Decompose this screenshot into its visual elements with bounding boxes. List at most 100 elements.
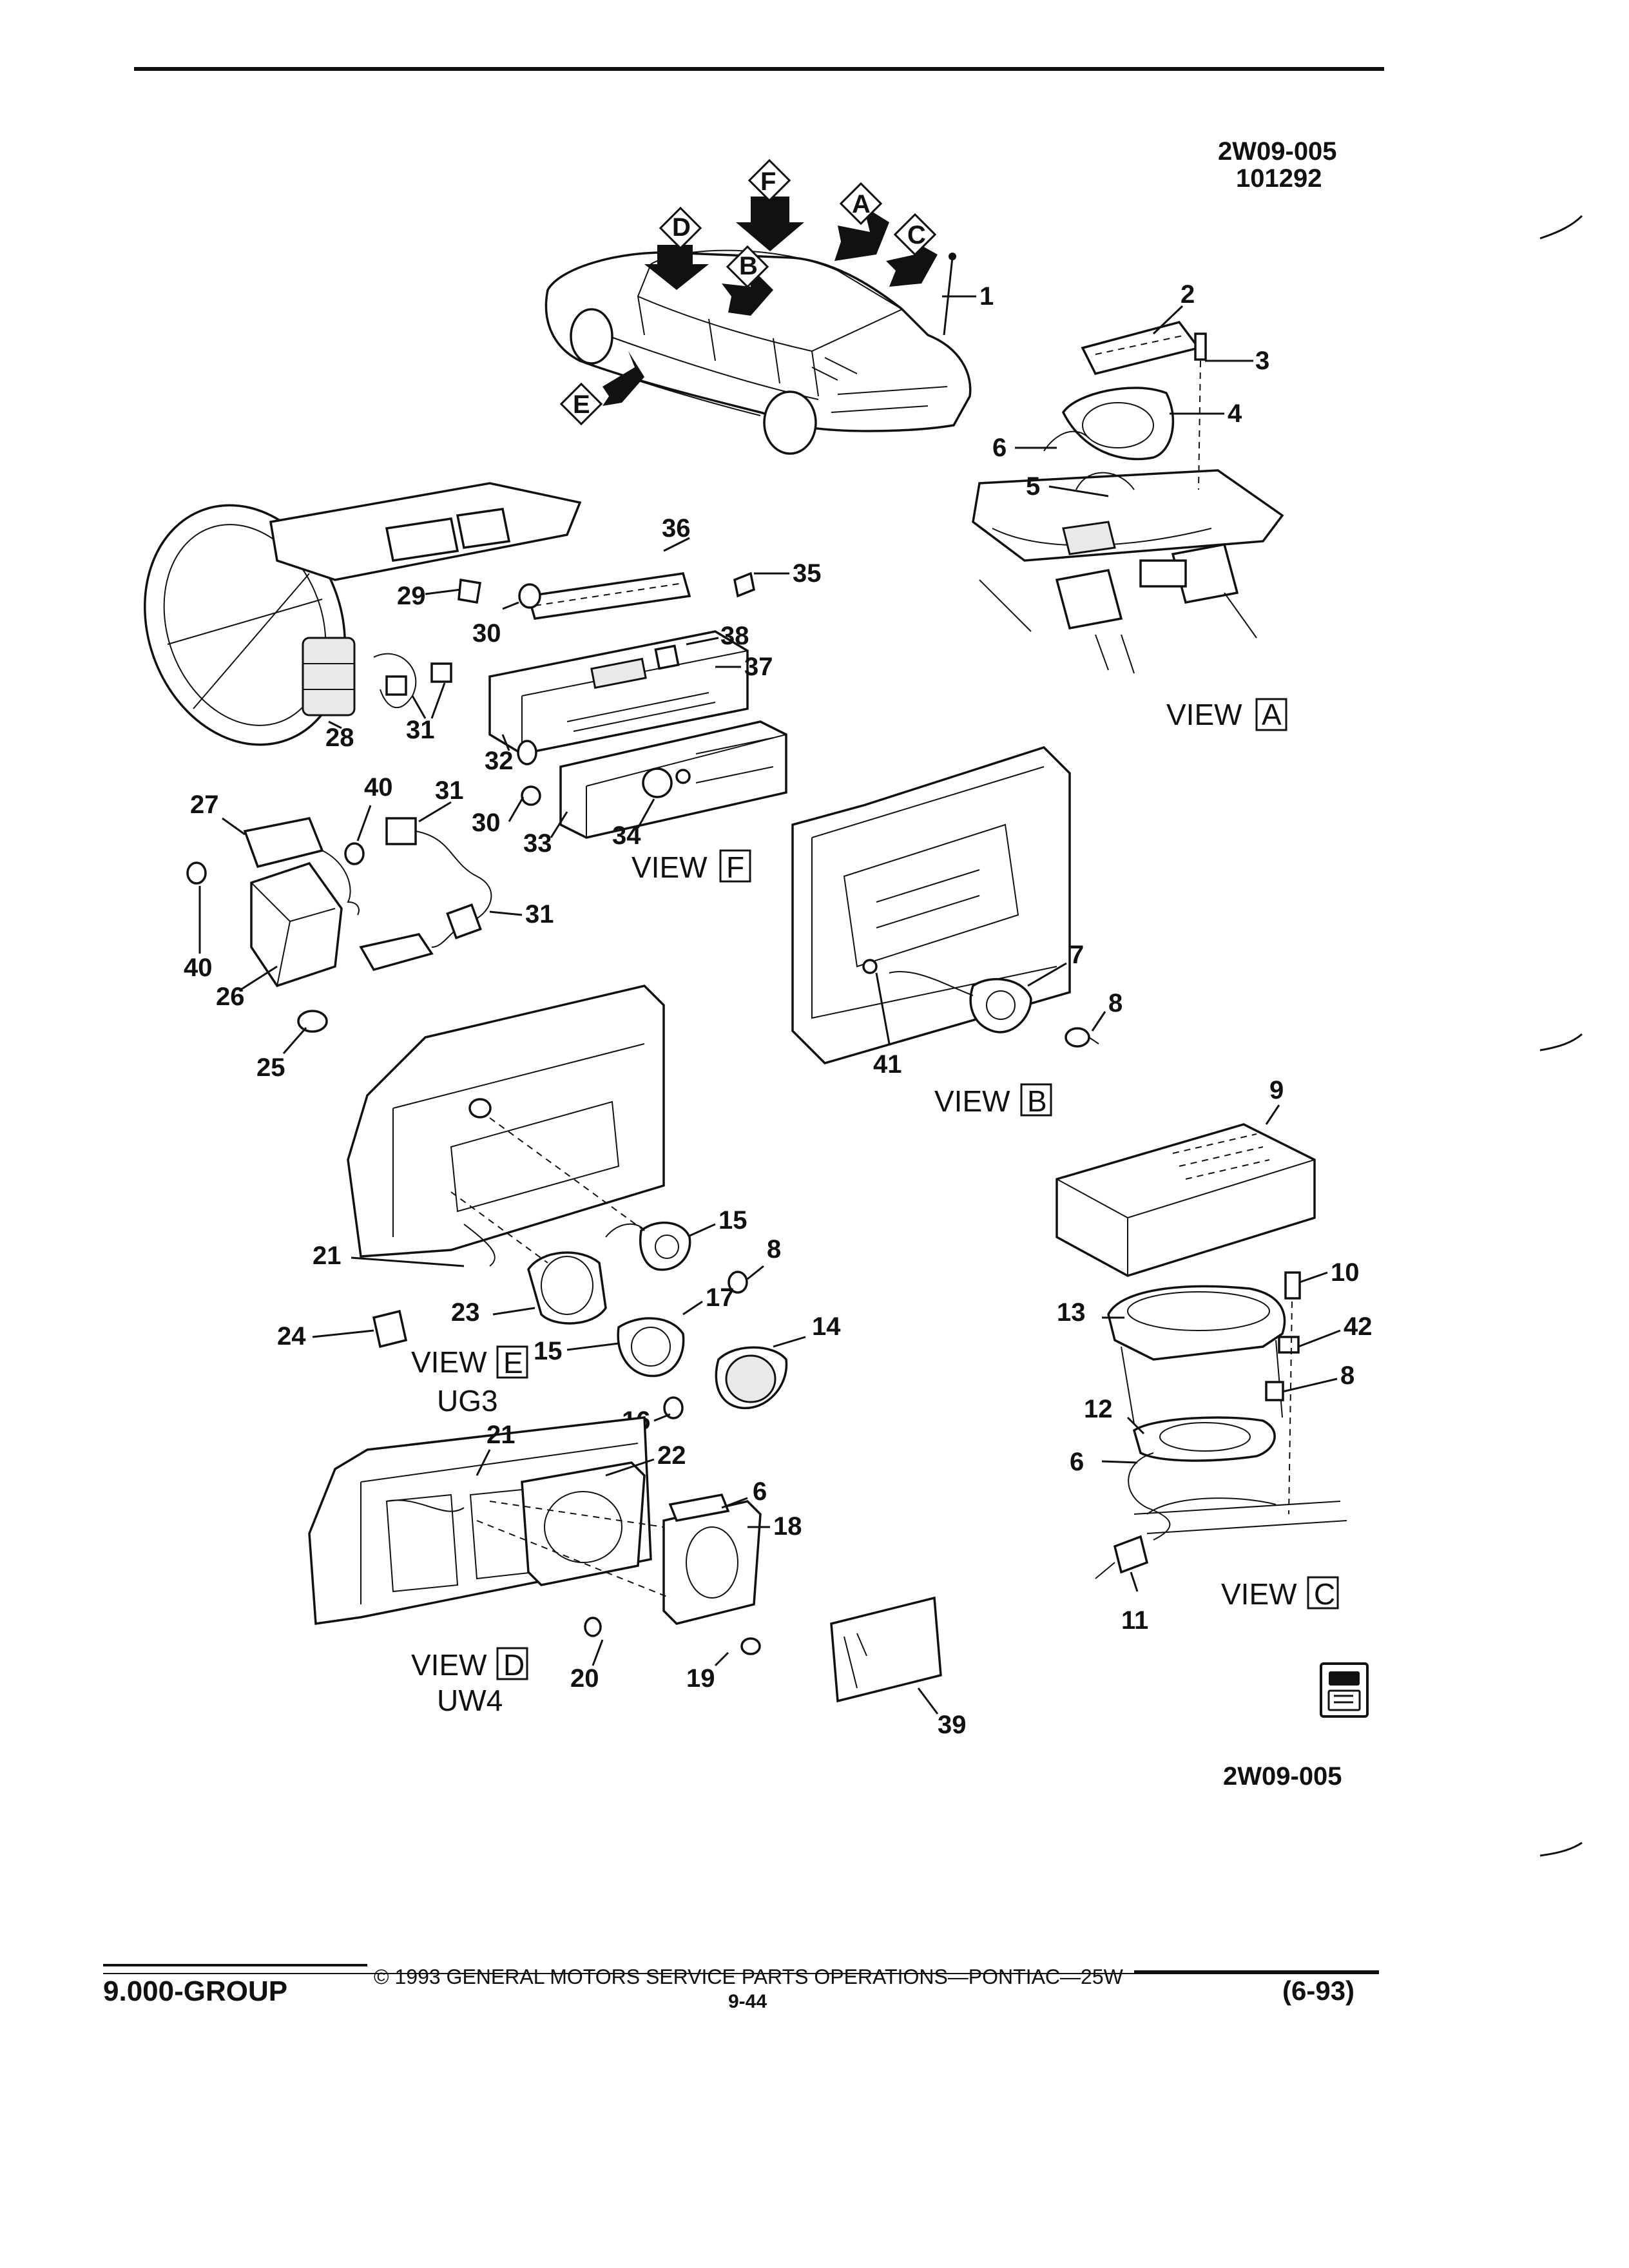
svg-text:15: 15 (718, 1206, 747, 1235)
footer-page-number: 9-44 (728, 1991, 767, 2012)
svg-text:15: 15 (534, 1337, 563, 1365)
svg-text:28: 28 (325, 724, 354, 752)
view-a-illustration (972, 321, 1284, 674)
svg-text:VIEW: VIEW (411, 1648, 487, 1682)
svg-text:F: F (726, 850, 744, 884)
svg-text:24: 24 (277, 1322, 306, 1350)
svg-text:31: 31 (525, 900, 554, 928)
footer-date: (6-93) (1282, 1975, 1355, 2006)
svg-text:39: 39 (938, 1711, 967, 1739)
svg-text:8: 8 (1340, 1361, 1354, 1390)
view-a-callouts: 2 3 4 5 6 (992, 280, 1269, 501)
amplifier-module-illustration (186, 816, 492, 1033)
view-arrow-d: D (644, 206, 709, 290)
svg-text:31: 31 (435, 776, 464, 805)
view-arrow-e: E (559, 351, 644, 426)
svg-text:26: 26 (216, 983, 245, 1011)
svg-text:6: 6 (753, 1477, 767, 1506)
svg-text:36: 36 (662, 514, 691, 543)
svg-text:11: 11 (1121, 1606, 1148, 1635)
view-b-label: VIEW B (934, 1083, 1052, 1118)
view-b-callouts: 7 8 41 (873, 941, 1123, 1079)
svg-text:D: D (672, 213, 691, 242)
footer-rule-right (1134, 1970, 1379, 1973)
svg-text:35: 35 (793, 559, 822, 588)
svg-text:25: 25 (256, 1053, 285, 1082)
view-e-box (496, 1345, 528, 1379)
view-arrow-f: F (736, 159, 804, 251)
amplifier-module-callouts: 27 40 31 31 40 26 25 (184, 773, 554, 1082)
margin-mark (1539, 1841, 1583, 1857)
svg-text:20: 20 (570, 1664, 599, 1693)
view-c-callouts: 9 10 13 42 12 8 6 11 (1057, 1076, 1373, 1635)
footer-copyright: © 1993 GENERAL MOTORS SERVICE PARTS OPER… (374, 1965, 1123, 1988)
svg-text:19: 19 (686, 1664, 715, 1693)
footer-group: 9.000-GROUP (103, 1975, 288, 2007)
view-c-box (1307, 1576, 1339, 1610)
view-c-illustration (1055, 1123, 1347, 1579)
svg-text:10: 10 (1331, 1258, 1360, 1287)
view-e-label: VIEW E UG3 (411, 1345, 528, 1418)
view-arrow-b: B (722, 245, 773, 316)
svg-text:21: 21 (313, 1242, 342, 1270)
diagram-date: 101292 (1236, 164, 1322, 193)
svg-text:37: 37 (744, 653, 773, 681)
view-arrow-c: C (886, 213, 938, 287)
svg-text:27: 27 (190, 791, 219, 819)
footer-rule-left (103, 1964, 367, 1966)
svg-text:UG3: UG3 (437, 1384, 498, 1418)
top-rule (134, 67, 1384, 71)
svg-text:A: A (1262, 698, 1282, 731)
svg-text:VIEW: VIEW (631, 850, 708, 884)
svg-text:9: 9 (1269, 1076, 1284, 1104)
svg-text:VIEW: VIEW (1221, 1577, 1297, 1611)
svg-text:29: 29 (397, 582, 426, 610)
margin-mark (1539, 215, 1583, 240)
svg-text:13: 13 (1057, 1298, 1086, 1327)
svg-text:23: 23 (451, 1298, 480, 1327)
footer-rule-bottom (103, 1973, 1379, 1974)
svg-text:33: 33 (523, 829, 552, 858)
svg-text:B: B (739, 252, 758, 280)
svg-text:5: 5 (1026, 472, 1040, 501)
car-overview-illustration (545, 249, 972, 455)
svg-text:2: 2 (1181, 280, 1195, 309)
svg-text:40: 40 (184, 954, 213, 982)
view-b-illustration (791, 746, 1099, 1064)
view-c-label: VIEW C (1221, 1576, 1339, 1611)
svg-text:38: 38 (720, 622, 749, 650)
view-d-callouts: 21 22 6 18 20 19 39 (476, 1421, 967, 1739)
view-d-label: VIEW D UW4 (411, 1647, 528, 1717)
svg-text:8: 8 (1108, 989, 1123, 1017)
svg-text:E: E (503, 1346, 523, 1379)
view-d-box (496, 1647, 528, 1680)
svg-text:VIEW: VIEW (934, 1084, 1010, 1118)
svg-text:C: C (907, 221, 926, 249)
view-a-label: VIEW A (1166, 698, 1287, 731)
view-arrow-a: A (834, 182, 889, 261)
svg-text:VIEW: VIEW (1166, 698, 1242, 731)
svg-text:E: E (573, 390, 590, 419)
svg-text:21: 21 (487, 1421, 516, 1449)
svg-text:12: 12 (1084, 1395, 1113, 1423)
svg-text:F: F (760, 168, 776, 196)
svg-text:42: 42 (1344, 1312, 1373, 1341)
view-f-illustration (144, 482, 787, 839)
svg-text:14: 14 (812, 1312, 841, 1341)
svg-text:D: D (503, 1648, 525, 1682)
svg-text:3: 3 (1255, 347, 1269, 375)
view-f-label: VIEW F (631, 849, 751, 884)
view-f-callouts: 36 35 29 30 38 37 28 31 32 33 34 30 (325, 514, 822, 858)
view-b-box (1020, 1083, 1052, 1117)
parts-catalog-badge-icon (1320, 1662, 1369, 1718)
svg-text:C: C (1314, 1577, 1335, 1611)
svg-text:32: 32 (485, 747, 514, 775)
svg-text:UW4: UW4 (437, 1684, 503, 1717)
svg-text:34: 34 (612, 822, 641, 850)
view-a-box (1255, 698, 1287, 731)
svg-text:17: 17 (706, 1283, 735, 1312)
svg-text:7: 7 (1070, 941, 1084, 969)
svg-text:40: 40 (364, 773, 393, 802)
svg-text:6: 6 (1070, 1448, 1084, 1476)
